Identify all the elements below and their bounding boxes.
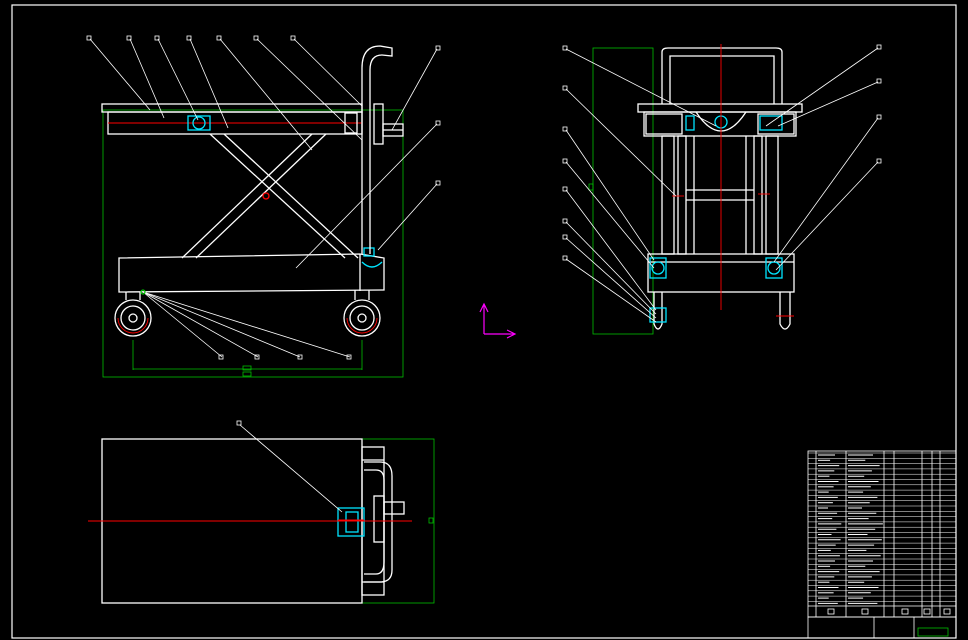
table-top (101, 103, 363, 113)
bom-marks (827, 608, 951, 615)
front-dimension-box (592, 47, 654, 335)
scissor-arm-b (181, 133, 313, 259)
scissor-arm-a (209, 133, 346, 259)
side-dimension-box (102, 109, 404, 378)
front-elevation-view (562, 44, 882, 335)
title-block (807, 450, 957, 639)
front-upright-right (765, 135, 779, 255)
ucs-axis-icon (479, 302, 517, 339)
bom-rows (808, 452, 956, 604)
front-caster-left (653, 292, 663, 330)
side-leaders-bottom (142, 291, 351, 358)
front-handle (661, 47, 783, 104)
push-handle (361, 45, 393, 254)
caster-right (343, 290, 381, 337)
side-balloons (86, 35, 441, 360)
front-caster-right (779, 292, 791, 330)
side-elevation-view (86, 35, 441, 378)
side-leaders-top (89, 38, 438, 269)
caster-left (114, 292, 152, 337)
front-balloons (562, 44, 882, 261)
front-upright-left (661, 135, 675, 255)
front-platform (637, 103, 803, 113)
base-frame (118, 253, 385, 293)
plan-brake-unit (337, 507, 365, 537)
top-roller (187, 115, 211, 131)
plan-view (88, 420, 435, 604)
front-leaders (565, 47, 879, 323)
sheet-border (11, 4, 957, 639)
scissor-pivot (262, 192, 270, 200)
plan-handle (364, 461, 393, 583)
